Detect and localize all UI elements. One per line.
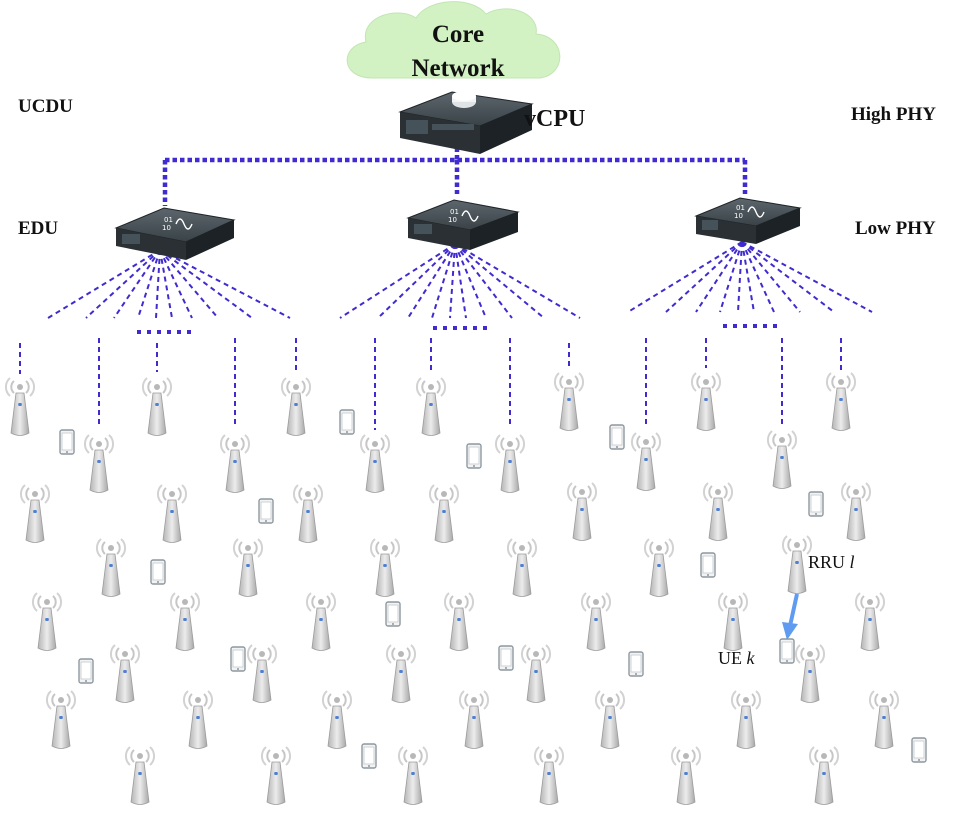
antenna-tower-icon — [766, 430, 798, 489]
rru-to-ue-arrow — [782, 593, 799, 640]
antenna-tower-icon — [794, 644, 826, 703]
antenna-tower-icon — [182, 690, 214, 749]
svg-text:01: 01 — [164, 216, 173, 224]
antenna-tower-icon — [443, 592, 475, 651]
antenna-tower-icon — [781, 535, 813, 594]
antenna-tower-icon — [690, 372, 722, 431]
antenna-tower-icon — [31, 592, 63, 651]
antenna-tower-icon — [124, 746, 156, 805]
antenna-tower-icon — [717, 592, 749, 651]
antenna-tower-icon — [494, 434, 526, 493]
svg-text:01: 01 — [450, 208, 459, 216]
core-network-label: Core Network — [380, 18, 536, 86]
antenna-tower-icon — [580, 592, 612, 651]
smartphone-icon — [150, 559, 166, 585]
smartphone-icon — [230, 646, 246, 672]
antenna-tower-icon — [594, 690, 626, 749]
svg-text:10: 10 — [162, 224, 171, 232]
antenna-tower-icon — [397, 746, 429, 805]
vcpu-edu-bus — [162, 140, 748, 206]
antenna-tower-icon — [428, 484, 460, 543]
edu-server-left-icon: 01 10 — [114, 207, 236, 260]
smartphone-icon — [339, 409, 355, 435]
smartphone-icon — [59, 429, 75, 455]
core-network-cloud — [346, 1, 561, 79]
smartphone-icon — [466, 443, 482, 469]
antenna-tower-icon — [840, 482, 872, 541]
smartphone-icon — [911, 737, 927, 763]
ue-index: k — [746, 648, 755, 668]
edu-label: EDU — [18, 218, 59, 239]
ue-label: UE k — [718, 648, 755, 669]
rru-text: RRU — [808, 552, 846, 572]
vcpu-label: vCPU — [524, 106, 586, 132]
vcpu-server-icon — [398, 91, 534, 154]
antenna-tower-icon — [4, 377, 36, 436]
smartphone-icon — [779, 638, 795, 664]
smartphone-icon — [258, 498, 274, 524]
low-phy-label: Low PHY — [855, 218, 936, 239]
ue-text: UE — [718, 648, 742, 668]
antenna-tower-icon — [280, 377, 312, 436]
antenna-tower-icon — [369, 538, 401, 597]
antenna-tower-icon — [219, 434, 251, 493]
antenna-tower-icon — [83, 434, 115, 493]
antenna-tower-icon — [156, 484, 188, 543]
rru-drop-lines — [19, 338, 842, 430]
antenna-tower-icon — [19, 484, 51, 543]
antenna-tower-icon — [95, 538, 127, 597]
smartphone-icon — [498, 645, 514, 671]
antenna-tower-icon — [246, 644, 278, 703]
antenna-tower-icon — [415, 377, 447, 436]
smartphone-icon — [385, 601, 401, 627]
smartphone-icon — [609, 424, 625, 450]
ucdu-label: UCDU — [18, 96, 73, 117]
antenna-tower-icon — [854, 592, 886, 651]
antenna-tower-icon — [868, 690, 900, 749]
antenna-tower-icon — [458, 690, 490, 749]
antenna-tower-icon — [385, 644, 417, 703]
antenna-tower-icon — [533, 746, 565, 805]
rru-label: RRU l — [808, 552, 855, 573]
edu-server-middle-icon: 01 10 — [406, 199, 520, 250]
smartphone-icon — [628, 651, 644, 677]
smartphone-icon — [808, 491, 824, 517]
antenna-tower-icon — [141, 377, 173, 436]
antenna-tower-icon — [702, 482, 734, 541]
antenna-tower-icon — [553, 372, 585, 431]
antenna-tower-icon — [260, 746, 292, 805]
svg-text:10: 10 — [734, 212, 743, 220]
antenna-tower-icon — [630, 432, 662, 491]
antenna-tower-icon — [643, 538, 675, 597]
edu-server-right-icon: 01 10 — [694, 197, 802, 244]
antenna-tower-icon — [305, 592, 337, 651]
antenna-tower-icon — [232, 538, 264, 597]
antenna-tower-icon — [825, 372, 857, 431]
antenna-tower-icon — [506, 538, 538, 597]
antenna-tower-icon — [292, 484, 324, 543]
high-phy-label: High PHY — [851, 104, 936, 125]
antenna-tower-icon — [109, 644, 141, 703]
svg-text:01: 01 — [736, 204, 745, 212]
core-network-line2: Network — [411, 55, 505, 82]
antenna-tower-icon — [45, 690, 77, 749]
antenna-tower-icon — [566, 482, 598, 541]
ellipsis-dots — [137, 324, 777, 334]
antenna-tower-icon — [169, 592, 201, 651]
rru-index: l — [849, 552, 855, 572]
antenna-tower-icon — [321, 690, 353, 749]
smartphone-icon — [700, 552, 716, 578]
smartphone-icon — [361, 743, 377, 769]
antenna-tower-icon — [359, 434, 391, 493]
fanout-lines — [47, 241, 873, 319]
antenna-tower-icon — [670, 746, 702, 805]
antenna-tower-icon — [808, 746, 840, 805]
antenna-tower-icon — [730, 690, 762, 749]
core-network-line1: Core — [431, 21, 485, 48]
svg-text:10: 10 — [448, 216, 457, 224]
smartphone-icon — [78, 658, 94, 684]
antenna-tower-icon — [520, 644, 552, 703]
